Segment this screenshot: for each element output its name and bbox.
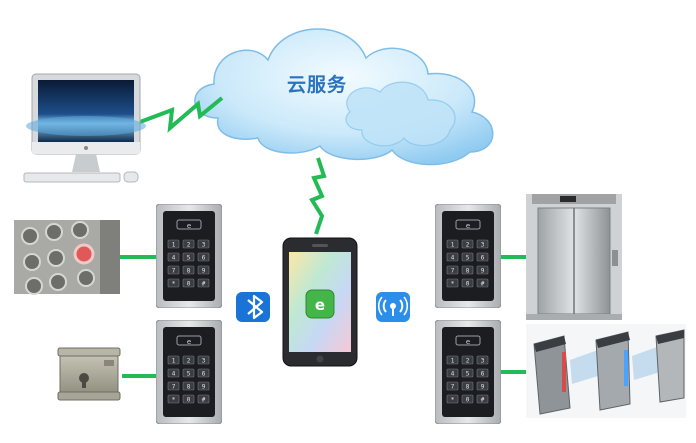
keypad-panel xyxy=(14,220,120,295)
electric-lock xyxy=(57,347,121,401)
phone-app-icon: e xyxy=(305,289,335,319)
keypad-reader-bottom-right xyxy=(435,320,501,424)
keypad-reader-bottom-left xyxy=(156,320,222,424)
keypad-reader-top-right xyxy=(435,204,501,308)
svg-text:e: e xyxy=(315,296,325,314)
turnstile-gates xyxy=(526,324,686,418)
bluetooth-icon xyxy=(236,292,270,322)
elevator xyxy=(526,194,622,320)
cloud-service xyxy=(194,28,494,166)
smartphone: e xyxy=(282,237,358,367)
link-cloud-phone xyxy=(309,157,327,235)
network-links xyxy=(120,96,526,378)
link-computer-cloud xyxy=(139,96,224,133)
keypad-reader-top-left xyxy=(156,204,222,308)
wireless-icon xyxy=(376,292,410,322)
cloud-service-label: 云服务 xyxy=(286,74,347,96)
desktop-computer xyxy=(23,73,146,183)
